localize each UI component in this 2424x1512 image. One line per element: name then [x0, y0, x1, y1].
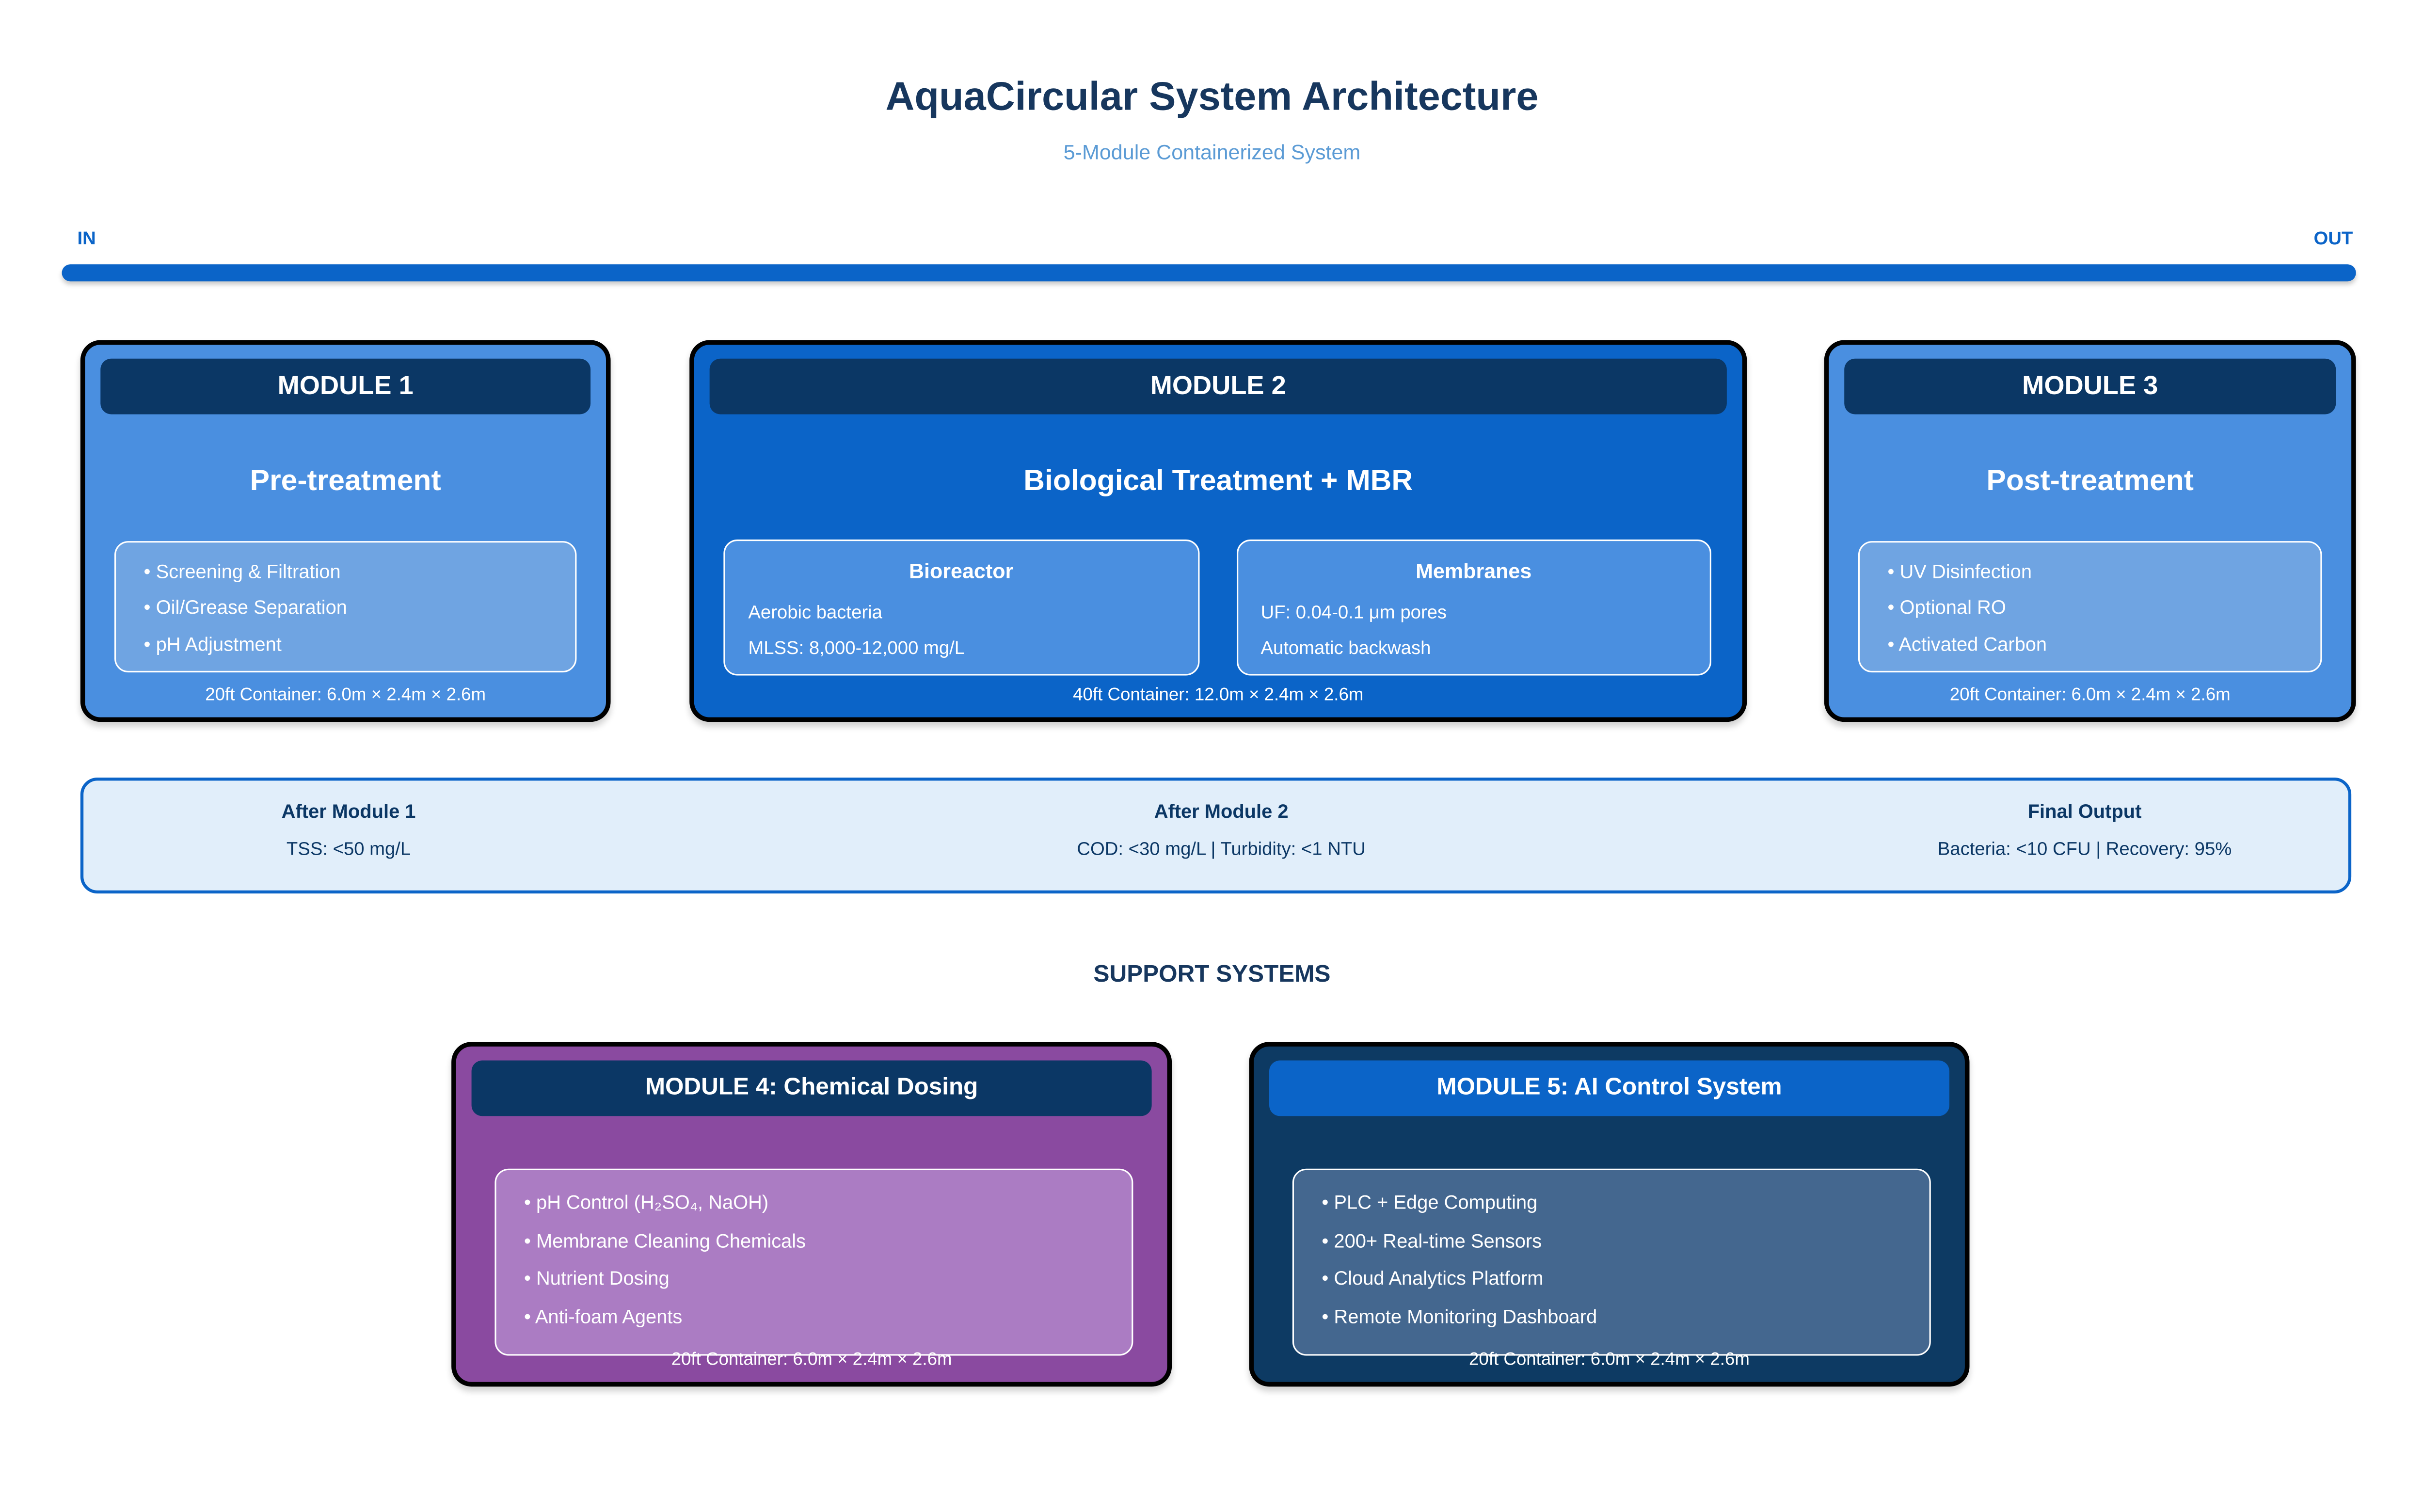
water-quality-strip: After Module 1 TSS: <50 mg/L After Modul…: [80, 777, 2352, 894]
quality-stage-title: After Module 1: [281, 800, 416, 823]
bullet-item: • PLC + Edge Computing: [1322, 1192, 1538, 1214]
module-1-header: MODULE 1: [100, 358, 591, 414]
detail-line: UF: 0.04-0.1 μm pores: [1260, 601, 1447, 623]
page-subtitle: 5-Module Containerized System: [1063, 141, 1361, 164]
module-5-box: MODULE 5: AI Control System • PLC + Edge…: [1249, 1042, 1970, 1387]
module-2-box: MODULE 2 Biological Treatment + MBR Bior…: [689, 340, 1747, 722]
membranes-title: Membranes: [1416, 559, 1532, 583]
quality-stage-title: Final Output: [2027, 800, 2142, 823]
quality-stage-final-output: Final Output Bacteria: <10 CFU | Recover…: [1823, 780, 2347, 890]
bullet-item: • Remote Monitoring Dashboard: [1322, 1305, 1597, 1328]
membranes-subbox: Membranes UF: 0.04-0.1 μm pores Automati…: [1236, 539, 1711, 676]
bullet-item: • Optional RO: [1887, 597, 2006, 619]
module-1-feature-panel: • Screening & Filtration • Oil/Grease Se…: [114, 541, 577, 673]
bullet-item: • pH Control (H₂SO₄, NaOH): [524, 1192, 769, 1214]
quality-stage-after-module-2: After Module 2 COD: <30 mg/L | Turbidity…: [693, 780, 1750, 890]
bullet-item: • Membrane Cleaning Chemicals: [524, 1229, 806, 1252]
module-3-subtitle: Post-treatment: [1986, 465, 2194, 498]
bullet-item: • Nutrient Dosing: [524, 1268, 670, 1290]
module-1-box: MODULE 1 Pre-treatment • Screening & Fil…: [80, 340, 611, 722]
bioreactor-title: Bioreactor: [909, 559, 1014, 583]
page-title: AquaCircular System Architecture: [885, 72, 1539, 119]
bullet-item: • pH Adjustment: [144, 633, 282, 655]
module-5-header: MODULE 5: AI Control System: [1269, 1060, 1950, 1116]
module-4-feature-panel: • pH Control (H₂SO₄, NaOH) • Membrane Cl…: [494, 1168, 1133, 1356]
module-3-feature-panel: • UV Disinfection • Optional RO • Activa…: [1858, 541, 2322, 673]
flow-out-label: OUT: [2313, 227, 2353, 249]
module-1-container-caption: 20ft Container: 6.0m × 2.4m × 2.6m: [205, 686, 486, 705]
support-systems-heading: SUPPORT SYSTEMS: [1093, 961, 1331, 988]
module-4-container-caption: 20ft Container: 6.0m × 2.4m × 2.6m: [671, 1351, 952, 1370]
module-5-container-caption: 20ft Container: 6.0m × 2.4m × 2.6m: [1469, 1351, 1750, 1370]
flow-arrow-bar: [62, 264, 2356, 282]
bullet-item: • Anti-foam Agents: [524, 1305, 683, 1328]
diagram-canvas: AquaCircular System Architecture 5-Modul…: [62, 72, 2356, 1387]
quality-stage-after-module-1: After Module 1 TSS: <50 mg/L: [83, 780, 614, 890]
detail-line: Automatic backwash: [1260, 637, 1431, 659]
module-4-box: MODULE 4: Chemical Dosing • pH Control (…: [451, 1042, 1172, 1387]
quality-stage-value: TSS: <50 mg/L: [286, 838, 411, 859]
bullet-item: • 200+ Real-time Sensors: [1322, 1229, 1542, 1252]
detail-line: MLSS: 8,000-12,000 mg/L: [748, 637, 965, 659]
membranes-lines: UF: 0.04-0.1 μm pores Automatic backwash: [1238, 595, 1710, 667]
bioreactor-lines: Aerobic bacteria MLSS: 8,000-12,000 mg/L: [725, 595, 1197, 667]
module-4-header: MODULE 4: Chemical Dosing: [471, 1060, 1152, 1116]
quality-stage-value: COD: <30 mg/L | Turbidity: <1 NTU: [1077, 838, 1366, 859]
bullet-item: • UV Disinfection: [1887, 561, 2032, 583]
bullet-item: • Screening & Filtration: [144, 561, 341, 583]
bullet-item: • Cloud Analytics Platform: [1322, 1268, 1544, 1290]
bullet-item: • Oil/Grease Separation: [144, 597, 347, 619]
module-5-feature-panel: • PLC + Edge Computing • 200+ Real-time …: [1292, 1168, 1931, 1356]
quality-stage-title: After Module 2: [1154, 800, 1289, 823]
module-3-box: MODULE 3 Post-treatment • UV Disinfectio…: [1824, 340, 2356, 722]
module-1-subtitle: Pre-treatment: [250, 465, 441, 498]
detail-line: Aerobic bacteria: [748, 601, 882, 623]
bioreactor-subbox: Bioreactor Aerobic bacteria MLSS: 8,000-…: [723, 539, 1199, 676]
module-2-subbox-row: Bioreactor Aerobic bacteria MLSS: 8,000-…: [723, 539, 1711, 676]
flow-in-label: IN: [77, 227, 96, 249]
module-2-header: MODULE 2: [709, 358, 1727, 414]
quality-stage-value: Bacteria: <10 CFU | Recovery: 95%: [1937, 838, 2232, 859]
module-2-subtitle: Biological Treatment + MBR: [1023, 465, 1413, 498]
module-2-container-caption: 40ft Container: 12.0m × 2.4m × 2.6m: [1073, 686, 1364, 705]
bullet-item: • Activated Carbon: [1887, 633, 2047, 655]
module-3-header: MODULE 3: [1844, 358, 2336, 414]
module-3-container-caption: 20ft Container: 6.0m × 2.4m × 2.6m: [1949, 686, 2231, 705]
